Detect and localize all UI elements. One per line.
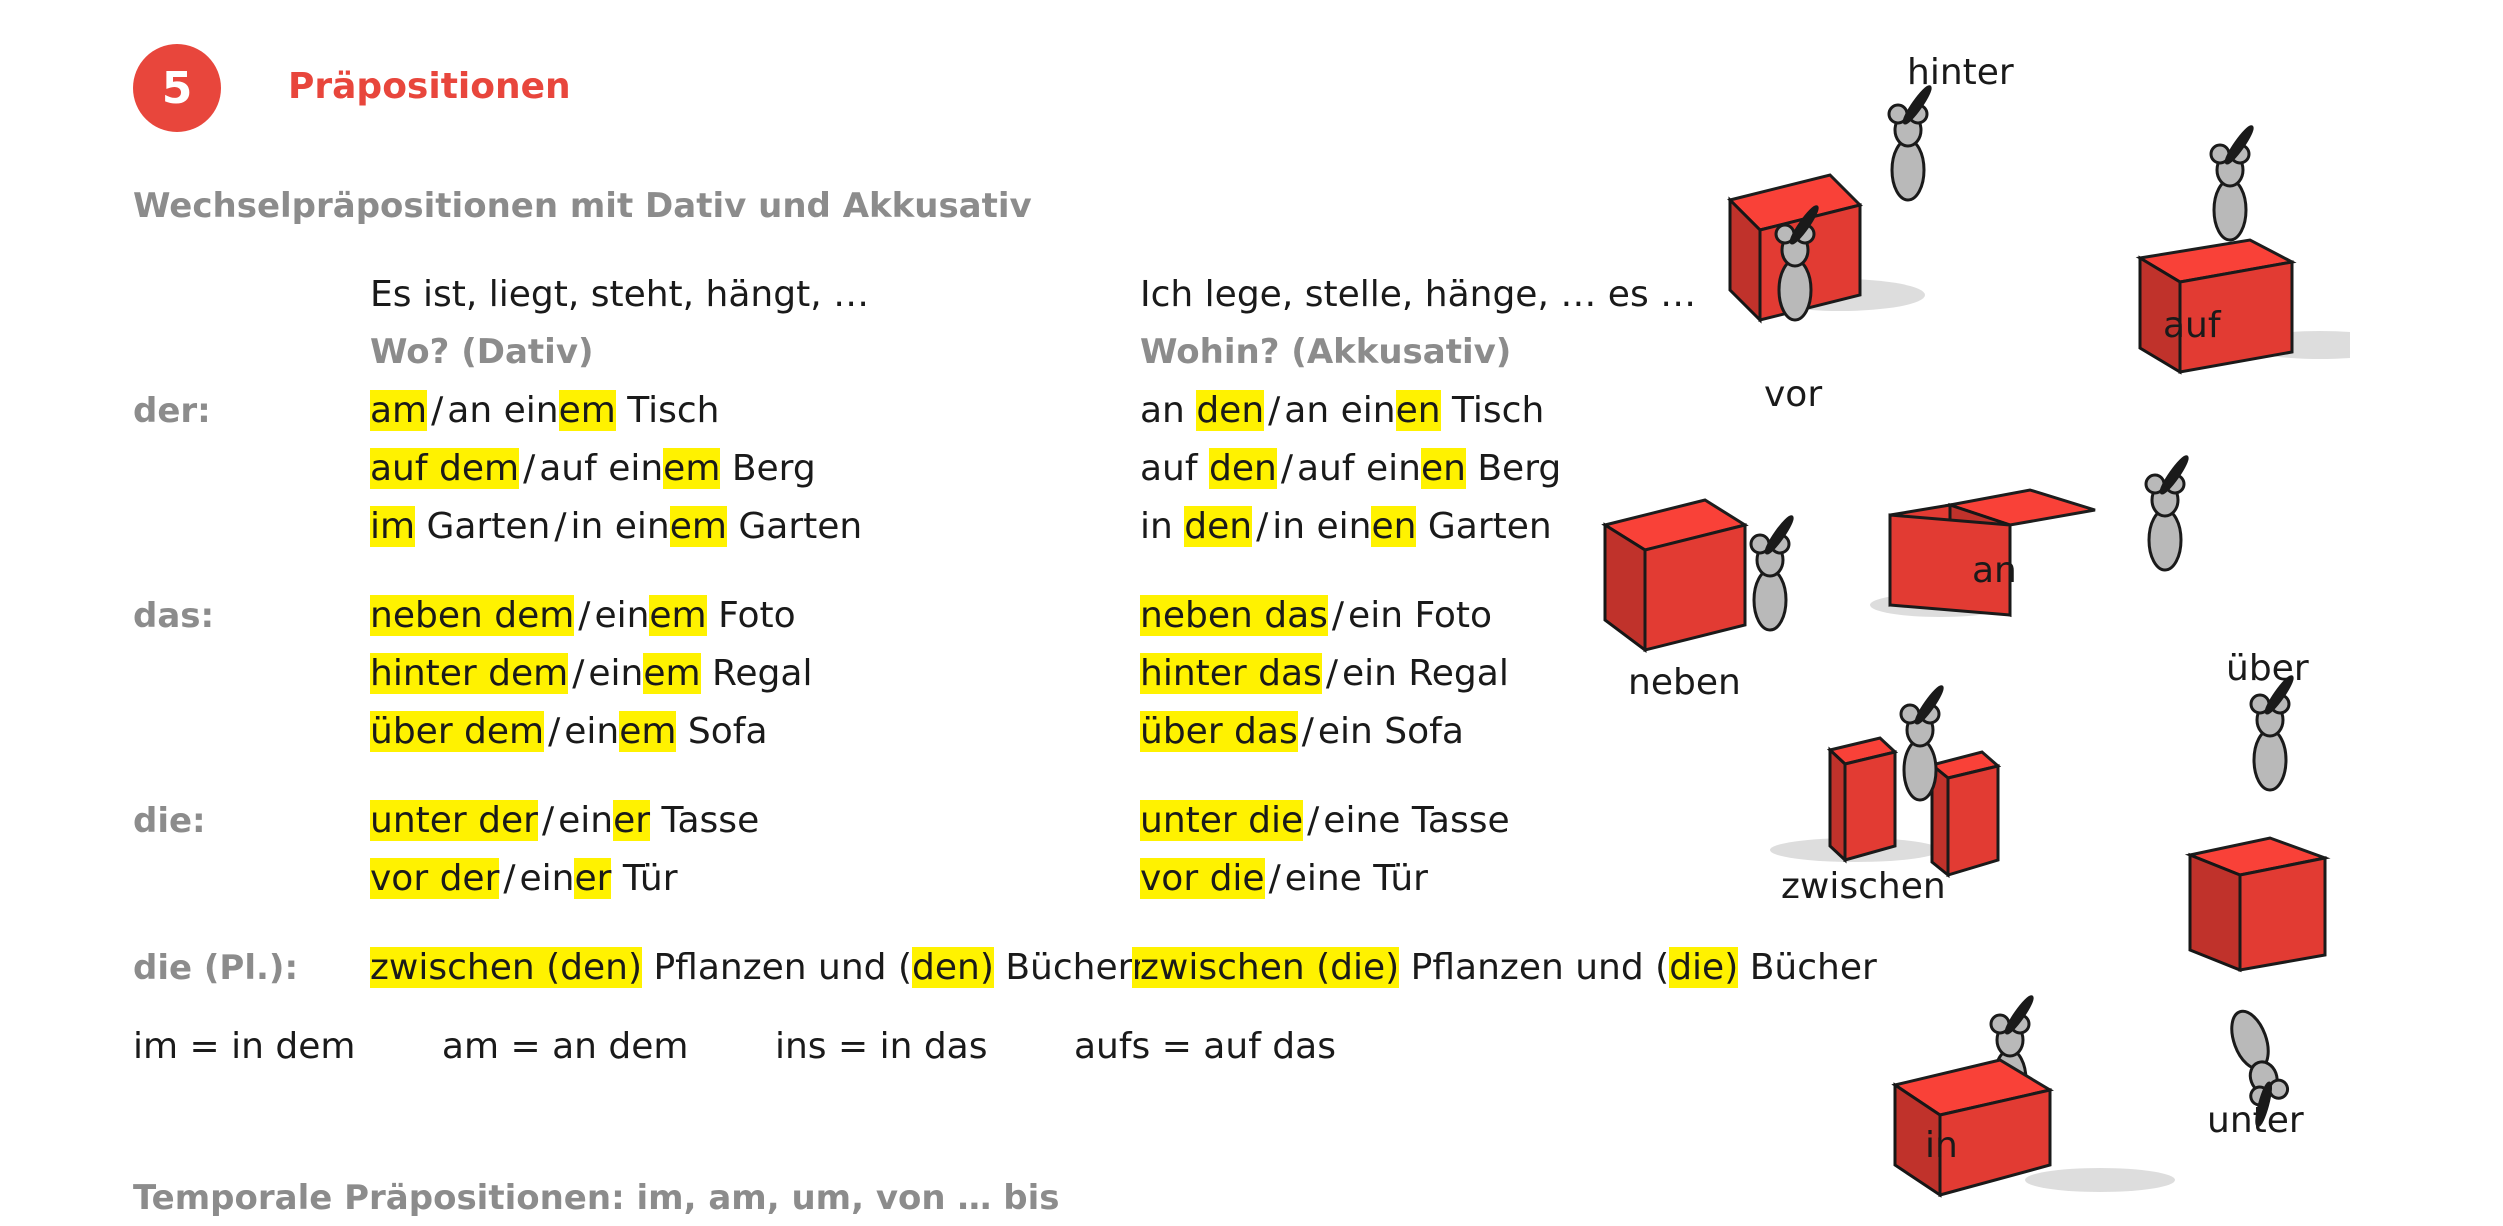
akk-row-die-1: unter die/eine Tasse: [1140, 800, 1510, 841]
mouse-auf: [2209, 123, 2257, 242]
dativ-row-plural: zwischen (den) Pflanzen und (den) Bücher…: [370, 939, 1155, 998]
contraction-im: im = in dem: [133, 1026, 356, 1067]
label-die: die:: [133, 801, 206, 841]
section-heading-temporale: Temporale Präpositionen: im, am, um, von…: [133, 1178, 1060, 1218]
dativ-row-der-1: am/an einem Tisch: [370, 390, 720, 431]
scene-ueber-unter: [2184, 673, 2331, 1131]
dativ-row-das-3: über dem/einem Sofa: [370, 711, 768, 752]
contraction-ins: ins = in das: [774, 1026, 988, 1067]
label-in: in: [1925, 1125, 1958, 1166]
mouse-hinter: [1887, 83, 1935, 202]
scene-an: [1870, 453, 2192, 618]
akk-row-das-3: über das/ein Sofa: [1140, 711, 1464, 752]
dativ-row-die-1: unter der/einer Tasse: [370, 800, 760, 841]
mouse-ueber: [2249, 673, 2297, 792]
akk-row-der-2: auf den/auf einen Berg: [1140, 448, 1562, 489]
dativ-row-das-2: hinter dem/einem Regal: [370, 653, 813, 694]
label-vor: vor: [1764, 374, 1823, 415]
label-neben: neben: [1628, 662, 1741, 703]
section-number-badge: 5: [133, 44, 221, 132]
scene-zwischen: [1770, 683, 2002, 879]
akk-row-der-3: in den/in einen Garten: [1140, 506, 1552, 547]
scene-in: [1891, 993, 2175, 1198]
akkusativ-verbs: Ich lege, stelle, hänge, … es …: [1140, 274, 1697, 315]
label-unter: unter: [2207, 1100, 2304, 1141]
akk-row-das-1: neben das/ein Foto: [1140, 595, 1493, 636]
dativ-row-das-1: neben dem/einem Foto: [370, 595, 796, 636]
label-auf: auf: [2163, 305, 2221, 346]
dativ-row-der-3: im Garten/in einem Garten: [370, 506, 863, 547]
akk-row-plural: zwischen (die) Pflanzen und (die) Bücher: [1140, 947, 1877, 988]
label-zwischen: zwischen: [1781, 866, 1946, 907]
label-ueber: über: [2226, 648, 2309, 689]
prepositions-illustration: [1601, 83, 2350, 1198]
akkusativ-question: Wohin? (Akkusativ): [1140, 332, 1512, 372]
label-an: an: [1972, 550, 2017, 591]
mouse-an: [2144, 453, 2192, 572]
akk-row-das-2: hinter das/ein Regal: [1140, 653, 1509, 694]
scene-neben: [1601, 498, 1797, 653]
label-das: das:: [133, 596, 215, 636]
scene-hinter: [1727, 83, 1935, 324]
page-title: Präpositionen: [288, 66, 571, 107]
section-heading-wechselpraepositionen: Wechselpräpositionen mit Dativ und Akkus…: [133, 186, 1032, 226]
contraction-aufs: aufs = auf das: [1073, 1026, 1336, 1067]
dativ-row-der-2: auf dem/auf einem Berg: [370, 448, 816, 489]
label-hinter: hinter: [1907, 52, 2014, 93]
label-der: der:: [133, 391, 211, 431]
dativ-verbs: Es ist, liegt, steht, hängt, …: [370, 274, 870, 315]
akk-row-die-2: vor die/eine Tür: [1140, 858, 1428, 899]
akk-row-der-1: an den/an einen Tisch: [1140, 390, 1545, 431]
label-die-plural: die (Pl.):: [133, 948, 299, 988]
dativ-question: Wo? (Dativ): [370, 332, 594, 372]
contractions-row: im = in dem am = an dem ins = in das auf…: [133, 1026, 1411, 1067]
dativ-row-die-2: vor der/einer Tür: [370, 858, 678, 899]
contraction-am: am = an dem: [441, 1026, 689, 1067]
mouse-neben: [1749, 513, 1797, 632]
scene-auf: [2135, 123, 2350, 375]
